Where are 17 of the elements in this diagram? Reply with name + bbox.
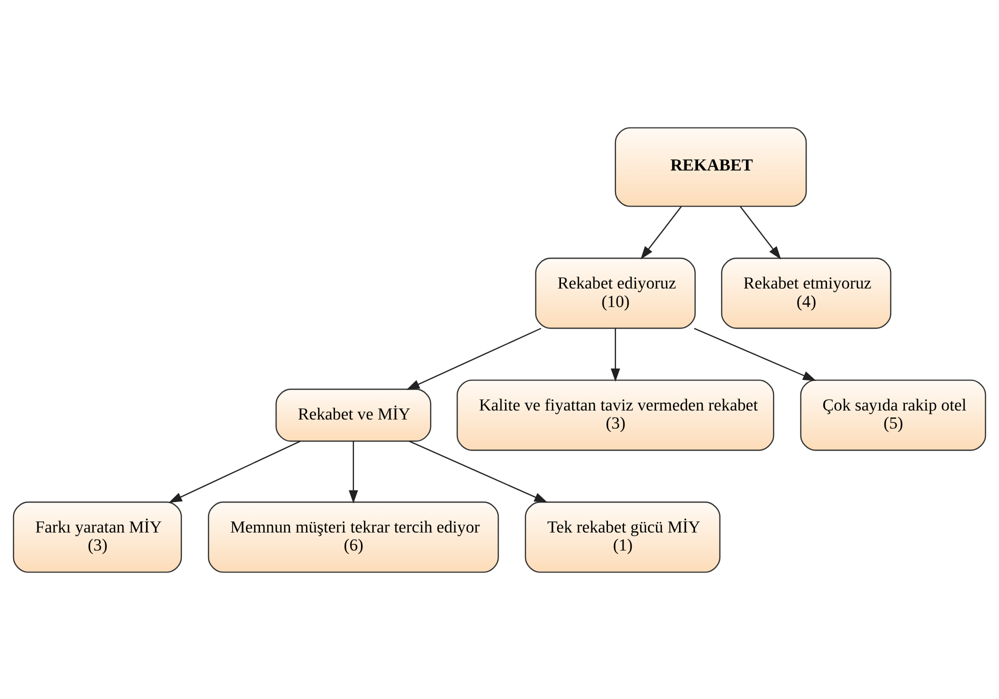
node-box: Kalite ve fiyattan taviz vermeden rekabet (3) [456, 379, 774, 450]
arrow [348, 440, 358, 504]
node-box: Rekabet ve MİY [276, 388, 432, 442]
arrow [408, 440, 548, 502]
arrow [640, 206, 682, 259]
node-box: Çok sayıda rakip otel (5) [800, 379, 986, 450]
arrow [610, 328, 620, 382]
arrow [406, 327, 542, 390]
node-box: Rekabet etmiyoruz (4) [721, 257, 892, 328]
node-box: Farkı yaratan MİY (3) [12, 501, 182, 572]
arrow [694, 327, 816, 380]
arrow [740, 206, 782, 259]
node-box: Tek rekabet gücü MİY (1) [524, 501, 720, 572]
node-box: Memnun müşteri tekrar tercih ediyor (6) [208, 501, 499, 572]
node-box: Rekabet ediyoruz (10) [535, 257, 696, 328]
arrow [168, 440, 301, 502]
node-box: REKABET [614, 126, 807, 206]
